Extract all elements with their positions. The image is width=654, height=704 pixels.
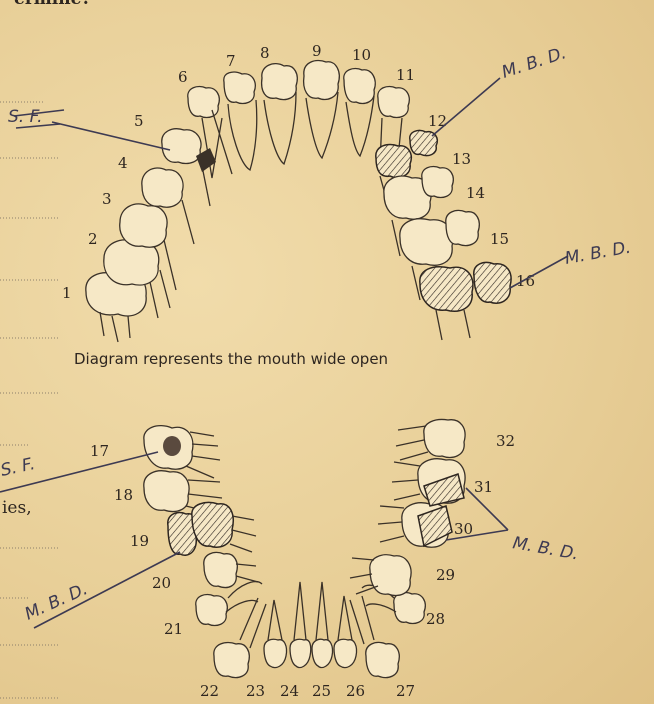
tooth-number-11: 11 <box>396 66 415 84</box>
tooth-number-17: 17 <box>90 442 109 460</box>
tooth-7 <box>224 72 255 103</box>
tooth-number-13: 13 <box>452 150 471 168</box>
upper-arch <box>86 61 511 342</box>
tooth-number-8: 8 <box>260 44 270 62</box>
annotation-mbd-lower-30: M. B. D. <box>511 533 580 564</box>
tooth-number-12: 12 <box>428 112 447 130</box>
tooth-number-18: 18 <box>114 486 133 504</box>
tooth-number-6: 6 <box>178 68 188 86</box>
tooth-number-23: 23 <box>246 682 265 700</box>
tooth-number-15: 15 <box>490 230 509 248</box>
tooth-14b <box>422 166 453 197</box>
lower-arch <box>144 420 465 678</box>
tooth-11 <box>378 86 409 117</box>
header-fragment: ermine? <box>14 0 91 9</box>
annotations: S. F. M. B. D. M. B. D. S. F. M. B. D. M… <box>0 43 632 628</box>
annotation-mbd-upper-16: M. B. D. <box>563 238 632 269</box>
tooth-number-19: 19 <box>130 532 149 550</box>
tooth-18 <box>144 471 189 512</box>
diagram-caption: Diagram represents the mouth wide open <box>74 350 388 368</box>
tooth-number-24: 24 <box>280 682 299 700</box>
tooth-number-29: 29 <box>436 566 455 584</box>
tooth-number-25: 25 <box>312 682 331 700</box>
tooth-4 <box>142 168 183 207</box>
tooth-15b <box>446 211 479 246</box>
tooth-number-26: 26 <box>346 682 365 700</box>
tooth-number-10: 10 <box>352 46 371 64</box>
tooth-19b-filled <box>192 503 233 548</box>
tooth-5 <box>162 129 201 164</box>
tooth-6 <box>188 86 219 117</box>
tooth-28 <box>394 592 425 623</box>
tooth-number-31: 31 <box>474 478 493 496</box>
tooth-15 <box>400 219 453 265</box>
tooth-number-16: 16 <box>516 272 535 290</box>
tooth-24 <box>290 639 311 667</box>
tooth-20 <box>204 553 237 588</box>
tooth-number-2: 2 <box>88 230 98 248</box>
tooth-16b-filled <box>474 263 511 304</box>
annotation-mbd-upper-12: M. B. D. <box>499 43 568 83</box>
tooth-32 <box>424 420 465 458</box>
tooth-number-21: 21 <box>164 620 183 638</box>
tooth-26 <box>334 639 357 667</box>
annotation-sf-upper: S. F. <box>8 107 43 127</box>
left-margin-fragment: ies, <box>2 498 32 518</box>
tooth-number-9: 9 <box>312 42 322 60</box>
tooth-number-3: 3 <box>102 190 112 208</box>
tooth-number-27: 27 <box>396 682 415 700</box>
tooth-number-22: 22 <box>200 682 219 700</box>
tooth-27 <box>366 643 399 678</box>
tooth-23 <box>264 639 287 667</box>
tooth-number-1: 1 <box>62 284 72 302</box>
tooth-number-7: 7 <box>226 52 236 70</box>
tooth-25 <box>312 639 333 667</box>
tooth-3 <box>120 204 167 247</box>
tooth-22 <box>214 643 249 678</box>
tooth-8 <box>262 64 298 100</box>
tooth-number-4: 4 <box>118 154 128 172</box>
tooth-29 <box>370 555 411 596</box>
tooth-21 <box>196 594 227 625</box>
tooth-number-32: 32 <box>496 432 515 450</box>
tooth-number-14: 14 <box>466 184 485 202</box>
annotation-mbd-lower-19: M. B. D. <box>22 579 91 624</box>
tooth-16-filled <box>420 267 473 311</box>
tooth-number-28: 28 <box>426 610 445 628</box>
tooth-number-20: 20 <box>152 574 171 592</box>
tooth-9 <box>304 61 340 100</box>
tooth-13-filled <box>376 145 411 178</box>
annotation-sf-lower: S. F. <box>0 454 37 481</box>
tooth-10 <box>344 68 375 103</box>
tooth-number-5: 5 <box>134 112 144 130</box>
